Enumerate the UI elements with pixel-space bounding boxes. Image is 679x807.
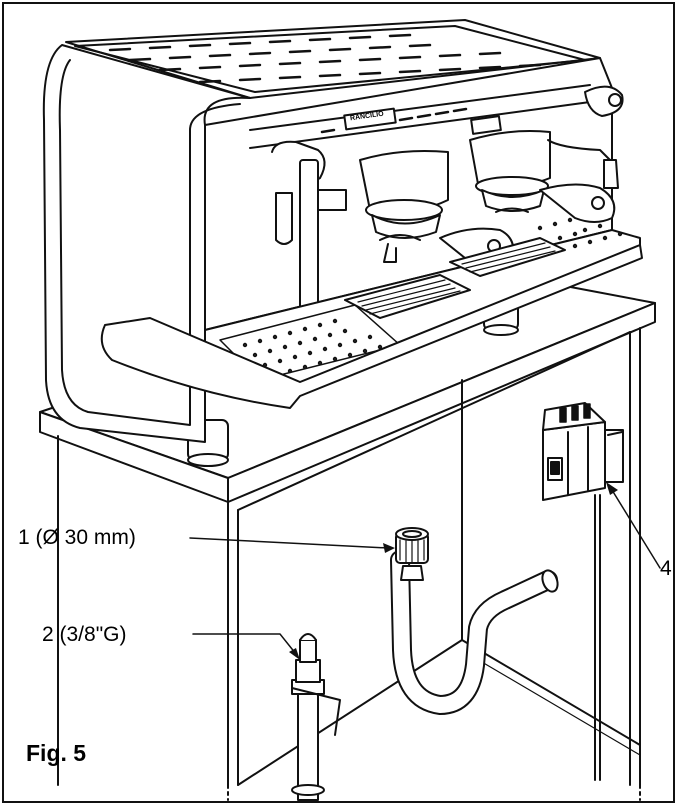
figure-label: Fig. 5 (26, 740, 87, 766)
water-inlet-valve (291, 633, 341, 801)
group-head-left (359, 150, 449, 263)
drain-leader (189, 537, 389, 549)
drain-siphon (390, 527, 559, 715)
water-inlet-leader (192, 633, 297, 655)
switch-callout: 4 (660, 557, 672, 580)
callout-leaders (189, 482, 661, 660)
group-head-right (469, 130, 551, 213)
espresso-machine (42, 19, 643, 467)
water-inlet-callout: 2 (3/8"G) (42, 623, 127, 646)
drain-callout: 1 (Ø 30 mm) (18, 526, 136, 549)
switch-leader (611, 489, 661, 569)
circuit-breaker (542, 402, 624, 781)
